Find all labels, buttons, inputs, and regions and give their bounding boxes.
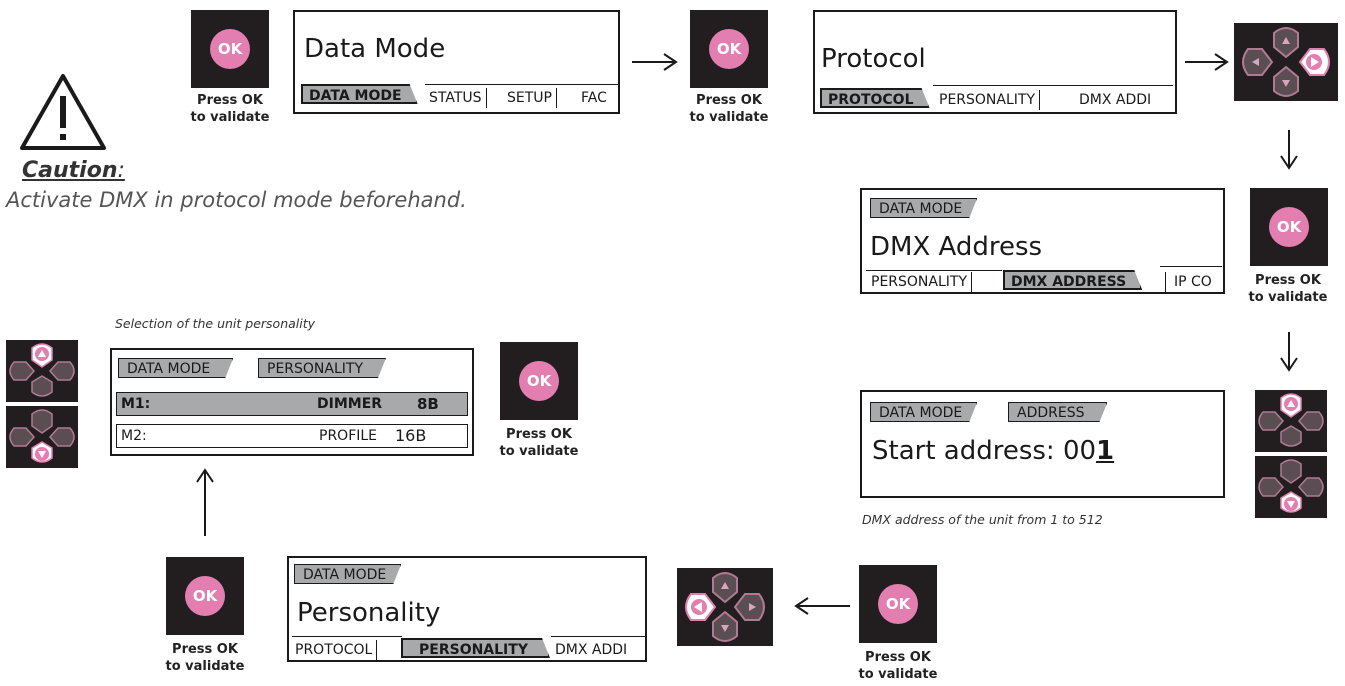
breadcrumb-tag: ADDRESS	[1008, 402, 1107, 422]
breadcrumb-tag: DATA MODE	[294, 564, 401, 584]
flow-arrow-down	[1280, 332, 1298, 372]
caution-text: Activate DMX in protocol mode beforehand…	[6, 188, 467, 212]
ok-button-icon: OK	[1269, 207, 1309, 247]
tab-dmx-address[interactable]: DMX ADDI	[555, 642, 628, 658]
ok-key[interactable]: OK	[690, 10, 768, 88]
lcd-screen-personality-menu: DATA MODE Personality PROTOCOL PERSONALI…	[287, 556, 647, 662]
ok-button-icon: OK	[878, 584, 918, 624]
dmx-address-note: DMX address of the unit from 1 to 512	[862, 512, 1103, 527]
breadcrumb-tag: DATA MODE	[118, 358, 233, 378]
ok-button-icon: OK	[210, 29, 250, 69]
ok-key[interactable]: OK	[166, 557, 244, 635]
start-address-value[interactable]: Start address: 001	[872, 436, 1115, 466]
dpad-down-key[interactable]	[1255, 456, 1327, 518]
screen-title: Protocol	[821, 44, 926, 74]
dpad-up-key[interactable]	[1255, 390, 1327, 452]
lcd-screen-dmx-address: DATA MODE DMX Address PERSONALITY DMX AD…	[860, 188, 1225, 294]
ok-key[interactable]: OK	[191, 10, 269, 88]
flow-arrow-right	[1185, 53, 1229, 71]
caution-label: Caution:	[22, 158, 125, 183]
personality-row-selected[interactable]: M1: DIMMER 8B	[116, 392, 468, 416]
tab-personality[interactable]: PERSONALITY	[935, 90, 1041, 110]
tab-fac[interactable]: FAC	[581, 90, 607, 106]
dpad-up-key[interactable]	[6, 340, 78, 402]
ok-button-icon: OK	[519, 361, 559, 401]
lcd-screen-protocol: Protocol PROTOCOL PERSONALITY DMX ADDI	[813, 10, 1177, 114]
ok-key[interactable]: OK	[500, 342, 578, 420]
dpad-left-key[interactable]	[677, 568, 773, 646]
screen-title: DMX Address	[870, 232, 1043, 262]
warning-triangle-icon	[20, 74, 106, 150]
tab-personality[interactable]: PERSONALITY	[401, 638, 550, 658]
screen-title: Data Mode	[304, 34, 446, 64]
tab-personality[interactable]: PERSONALITY	[867, 272, 973, 292]
ok-key[interactable]: OK	[1250, 188, 1328, 266]
flow-arrow-right	[632, 53, 678, 71]
ok-button-icon: OK	[185, 576, 225, 616]
tab-dmx-address[interactable]: DMX ADDI	[1079, 92, 1152, 108]
flow-arrow-down	[1280, 130, 1298, 170]
ok-button-icon: OK	[709, 29, 749, 69]
personality-row[interactable]: M2: PROFILE 16B	[116, 424, 468, 448]
tab-data-mode[interactable]: DATA MODE	[301, 84, 418, 104]
lcd-screen-start-address: DATA MODE ADDRESS Start address: 001	[860, 390, 1225, 498]
screen-title: Personality	[297, 598, 441, 628]
ok-key[interactable]: OK	[859, 565, 937, 643]
breadcrumb-tag: PERSONALITY	[258, 358, 386, 378]
tab-ip-config[interactable]: IP CO	[1165, 272, 1216, 292]
lcd-screen-data-mode: Data Mode DATA MODE STATUS SETUP FAC	[293, 10, 620, 114]
tab-dmx-address[interactable]: DMX ADDRESS	[1003, 270, 1142, 290]
personality-note: Selection of the unit personality	[115, 316, 316, 331]
breadcrumb-tag: DATA MODE	[870, 198, 977, 218]
tab-status[interactable]: STATUS	[425, 88, 487, 108]
lcd-screen-personality-select: DATA MODE PERSONALITY M1: DIMMER 8B M2: …	[110, 348, 474, 456]
tab-protocol[interactable]: PROTOCOL	[820, 88, 930, 108]
dpad-down-key[interactable]	[6, 406, 78, 468]
tab-protocol[interactable]: PROTOCOL	[291, 640, 378, 660]
tab-setup[interactable]: SETUP	[503, 88, 557, 108]
breadcrumb-tag: DATA MODE	[870, 402, 977, 422]
flow-arrow-up	[196, 468, 214, 536]
dpad-right-key[interactable]	[1234, 23, 1338, 101]
flow-arrow-left	[794, 597, 850, 615]
